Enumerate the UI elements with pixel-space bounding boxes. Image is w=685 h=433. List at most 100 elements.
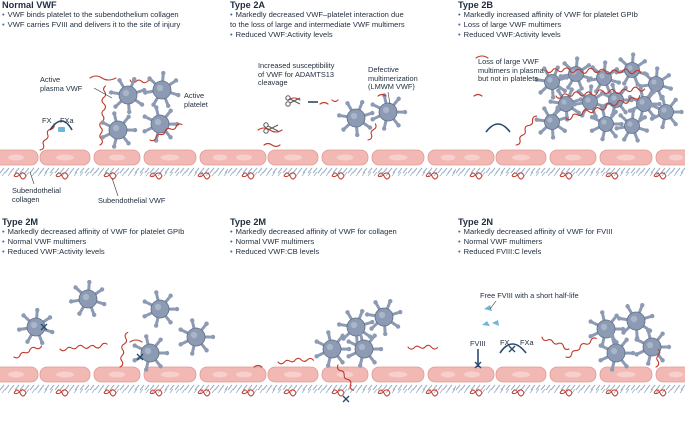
pseudopod-tip bbox=[588, 319, 593, 324]
pseudopod-tip bbox=[673, 121, 678, 127]
plasma-vwf bbox=[39, 123, 55, 151]
pseudopod-tip bbox=[578, 97, 584, 102]
pseudopod-tip bbox=[576, 110, 581, 115]
platelet-body bbox=[568, 66, 584, 82]
subendothelial-vwf bbox=[331, 389, 345, 397]
pseudopod-tip bbox=[644, 128, 650, 133]
pseudopod-tip bbox=[660, 94, 665, 100]
pseudopod-tip bbox=[572, 102, 577, 107]
pseudopod-tip bbox=[635, 138, 640, 143]
pseudopod-tip bbox=[314, 354, 319, 359]
pseudopod-tip bbox=[139, 102, 145, 107]
platelet-granule bbox=[350, 112, 358, 120]
platelet bbox=[370, 93, 408, 131]
pseudopod-tip bbox=[142, 90, 148, 95]
pseudopod-tip bbox=[607, 90, 612, 95]
pseudopod-tip bbox=[336, 113, 342, 118]
pseudopod-tip bbox=[562, 61, 567, 66]
panel-title: Type 2M bbox=[2, 217, 39, 227]
subendothelial-vwf bbox=[425, 172, 439, 180]
cell-nucleus bbox=[8, 371, 24, 378]
platelet-body bbox=[582, 94, 598, 110]
cross-mark bbox=[40, 323, 48, 331]
cell-nucleus bbox=[464, 371, 480, 378]
bullet: •Normal VWF multimers bbox=[458, 237, 543, 246]
fx-arrow bbox=[49, 120, 73, 131]
platelet bbox=[634, 328, 672, 366]
bullet: •Markedly decreased affinity of VWF for … bbox=[230, 227, 397, 236]
panel-type-2n: Type 2N •Markedly decreased affinity of … bbox=[456, 217, 685, 433]
cell-nucleus bbox=[616, 371, 636, 378]
pseudopod-tip bbox=[325, 363, 331, 368]
pseudopod-tip bbox=[396, 123, 401, 128]
pseudopod-tip bbox=[100, 135, 105, 140]
pseudopod-tip bbox=[534, 77, 539, 82]
pseudopod-tip bbox=[651, 89, 656, 95]
bullet: •Normal VWF multimers bbox=[230, 237, 315, 246]
aggregated-platelet bbox=[638, 66, 673, 101]
pseudopod-tip bbox=[370, 117, 375, 122]
subendothelial-vwf bbox=[13, 172, 27, 180]
pseudopod-tip bbox=[178, 342, 183, 347]
platelet-granule bbox=[547, 77, 553, 83]
platelet-body bbox=[544, 74, 560, 90]
pseudopod-tip bbox=[370, 102, 375, 107]
pseudopod-tip bbox=[126, 114, 131, 119]
subendothelial-vwf bbox=[103, 172, 117, 180]
pseudopod-tip bbox=[111, 144, 117, 149]
pseudopod-tip bbox=[168, 135, 173, 140]
label-adamts13: Increased susceptibility of VWF for ADAM… bbox=[258, 61, 335, 88]
cell-nucleus bbox=[284, 154, 302, 161]
pseudopod-tip bbox=[126, 141, 131, 146]
pseudopod-tip bbox=[609, 367, 615, 372]
scene-type-2m-collagen bbox=[228, 298, 456, 403]
platelet bbox=[346, 330, 384, 368]
subendothelial-vwf bbox=[149, 389, 163, 397]
pseudopod-tip bbox=[173, 78, 179, 83]
pseudopod-tip bbox=[372, 333, 377, 338]
pseudopod-tip bbox=[610, 82, 615, 88]
plasma-vwf bbox=[99, 85, 107, 146]
collagen-fibers bbox=[0, 384, 228, 391]
pseudopod-tip bbox=[621, 330, 626, 335]
pseudopod-tip bbox=[623, 109, 628, 115]
leader-line bbox=[489, 300, 497, 310]
scene-type-2a bbox=[228, 91, 456, 180]
pseudopod-tip bbox=[16, 327, 22, 332]
pseudopod-tip bbox=[142, 114, 147, 119]
pseudopod-tip bbox=[190, 318, 195, 323]
pseudopod-tip bbox=[336, 322, 342, 327]
platelet-granule bbox=[599, 73, 605, 79]
pseudopod-tip bbox=[655, 66, 660, 71]
platelet bbox=[142, 290, 180, 328]
subendothelial-vwf bbox=[13, 389, 27, 397]
pseudopod-tip bbox=[190, 351, 195, 356]
pseudopod-tip bbox=[210, 334, 216, 340]
cell-nucleus bbox=[236, 154, 252, 161]
pseudopod-tip bbox=[630, 350, 636, 356]
pseudopod-tip bbox=[614, 340, 619, 345]
platelet-granule bbox=[651, 79, 657, 85]
pseudopod-tip bbox=[142, 129, 147, 134]
cell-nucleus bbox=[160, 371, 180, 378]
pseudopod-tip bbox=[147, 76, 152, 81]
label-fx: FX bbox=[500, 338, 510, 347]
collagen-fibers bbox=[456, 384, 685, 391]
vwf-multimer bbox=[565, 337, 597, 359]
collagen-fibers bbox=[229, 388, 456, 394]
panel-title: Type 2M bbox=[230, 217, 267, 227]
pseudopod-tip bbox=[580, 113, 585, 118]
pseudopod-tip bbox=[47, 315, 53, 320]
pseudopod-tip bbox=[165, 103, 171, 109]
pseudopod-tip bbox=[673, 97, 678, 103]
pseudopod-tip bbox=[630, 52, 636, 57]
pseudopod-tip bbox=[402, 109, 408, 115]
pseudopod-tip bbox=[99, 287, 105, 292]
pseudopod-tip bbox=[164, 350, 170, 356]
label-subendothelial-collagen: Subendothelial collagen bbox=[12, 186, 61, 204]
pseudopod-tip bbox=[355, 132, 360, 138]
scissor-blades bbox=[267, 124, 279, 132]
platelet-body bbox=[544, 114, 560, 130]
pseudopod-tip bbox=[660, 358, 665, 363]
vwf-multimer bbox=[149, 123, 183, 142]
